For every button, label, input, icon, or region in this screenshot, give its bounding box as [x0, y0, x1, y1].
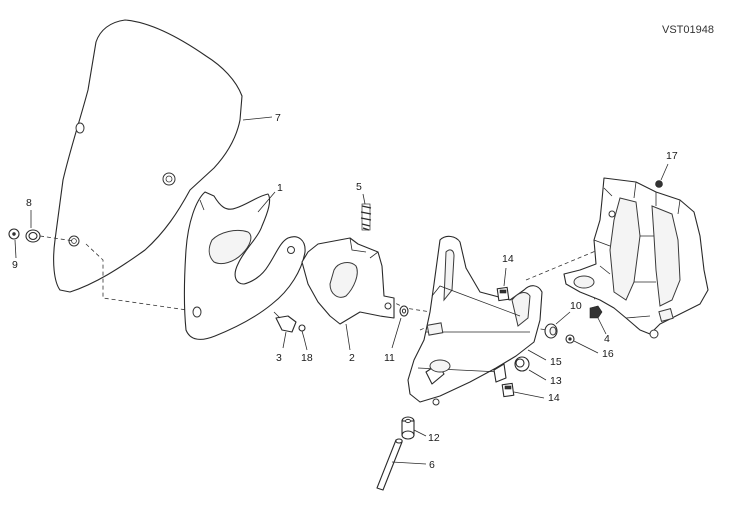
- washer-11: [399, 305, 409, 317]
- diagram-code: VST01948: [662, 24, 714, 36]
- callout-3: 3: [276, 352, 282, 364]
- callout-14-lower: 14: [548, 392, 560, 404]
- screw-18: [298, 324, 306, 339]
- callout-10: 10: [570, 300, 582, 312]
- bracket-left: [183, 191, 306, 340]
- windscreen: [53, 19, 243, 293]
- callout-8: 8: [26, 197, 32, 209]
- callout-13: 13: [550, 375, 562, 387]
- screw-16: [565, 334, 575, 344]
- callout-9: 9: [12, 259, 18, 271]
- rod-6: [376, 438, 403, 491]
- callout-5: 5: [356, 181, 362, 193]
- knob-13: [514, 356, 530, 372]
- callout-15: 15: [550, 356, 562, 368]
- nut-8: [25, 229, 41, 243]
- callout-6: 6: [429, 459, 435, 471]
- front-frame: [563, 177, 709, 339]
- callout-18: 18: [301, 352, 313, 364]
- callout-17: 17: [666, 150, 678, 162]
- nut-4: [589, 305, 603, 319]
- clip-14-lower: [501, 382, 515, 398]
- callout-7: 7: [275, 112, 281, 124]
- spring-5: [360, 203, 372, 231]
- callout-12: 12: [428, 432, 440, 444]
- bolt-17: [655, 180, 663, 188]
- bracket-center: [301, 237, 395, 325]
- screw-9: [8, 228, 20, 240]
- grommet-10: [544, 323, 558, 339]
- callout-14-upper: 14: [502, 253, 514, 265]
- callout-2: 2: [349, 352, 355, 364]
- callout-4: 4: [604, 333, 610, 345]
- callout-11: 11: [384, 352, 395, 364]
- clip-14-upper: [496, 286, 510, 302]
- clip-3: [273, 311, 297, 333]
- callout-1: 1: [277, 182, 283, 194]
- callout-16: 16: [602, 348, 614, 360]
- instrument-support: [407, 235, 543, 406]
- bushing-12: [401, 416, 415, 440]
